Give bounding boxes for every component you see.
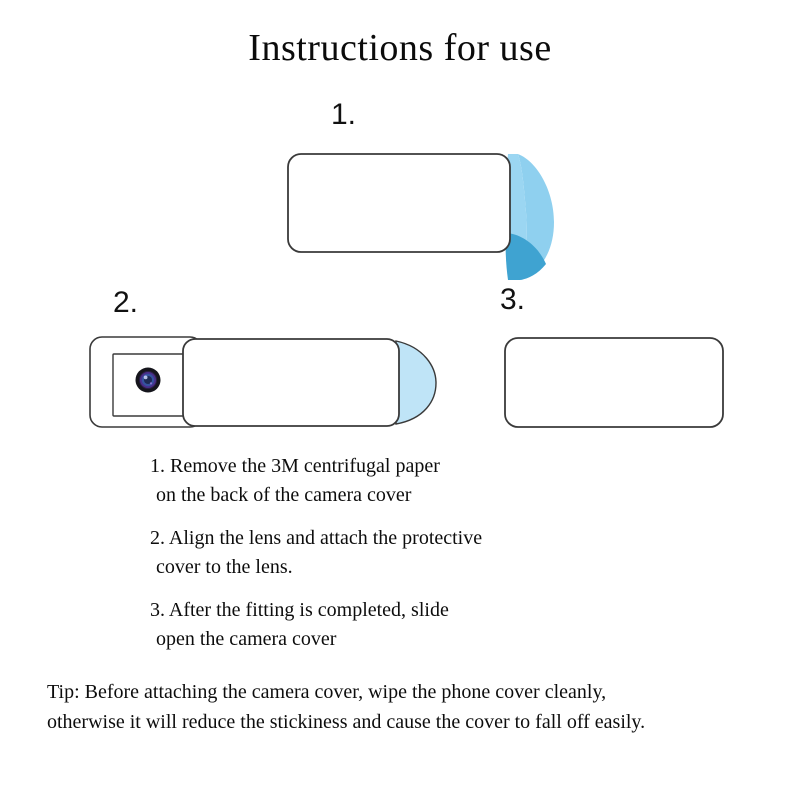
step-2-figure-phone-back-with-lens-and-sliding-cover	[80, 325, 450, 440]
sliding-protective-cover	[182, 338, 400, 427]
instruction-item-1: 1. Remove the 3M centrifugal paper on th…	[150, 452, 620, 510]
instruction-2-line-2: cover to the lens.	[156, 556, 293, 578]
tip-note: Tip: Before attaching the camera cover, …	[47, 678, 789, 737]
tip-line-2: otherwise it will reduce the stickiness …	[47, 710, 646, 733]
instruction-1-line-1: 1. Remove the 3M centrifugal paper	[150, 455, 440, 477]
step-3-number-label: 3.	[500, 283, 526, 316]
page-title: Instructions for use	[248, 27, 552, 69]
step-1-figure-camera-cover-with-peeling-3m-liner	[270, 140, 570, 285]
instruction-3-line-1: 3. After the fitting is completed, slide	[150, 599, 449, 621]
closed-cover-body	[504, 337, 724, 428]
step-2-number-label: 2.	[113, 286, 139, 319]
cover-pull-tab-icon	[395, 340, 437, 425]
step-3-figure-closed-camera-cover	[495, 328, 735, 438]
instruction-list: 1. Remove the 3M centrifugal paper on th…	[150, 452, 620, 668]
camera-cover-body	[287, 153, 511, 253]
camera-lens-icon	[135, 367, 161, 393]
instruction-1-line-2: on the back of the camera cover	[156, 484, 412, 506]
peeling-3m-liner-icon	[505, 154, 554, 280]
instruction-item-2: 2. Align the lens and attach the protect…	[150, 524, 620, 582]
instruction-3-line-2: open the camera cover	[156, 628, 337, 650]
tip-line-1: Tip: Before attaching the camera cover, …	[47, 681, 607, 703]
step-1-number-label: 1.	[331, 98, 357, 131]
instruction-2-line-1: 2. Align the lens and attach the protect…	[150, 527, 483, 549]
instruction-item-3: 3. After the fitting is completed, slide…	[150, 596, 620, 654]
